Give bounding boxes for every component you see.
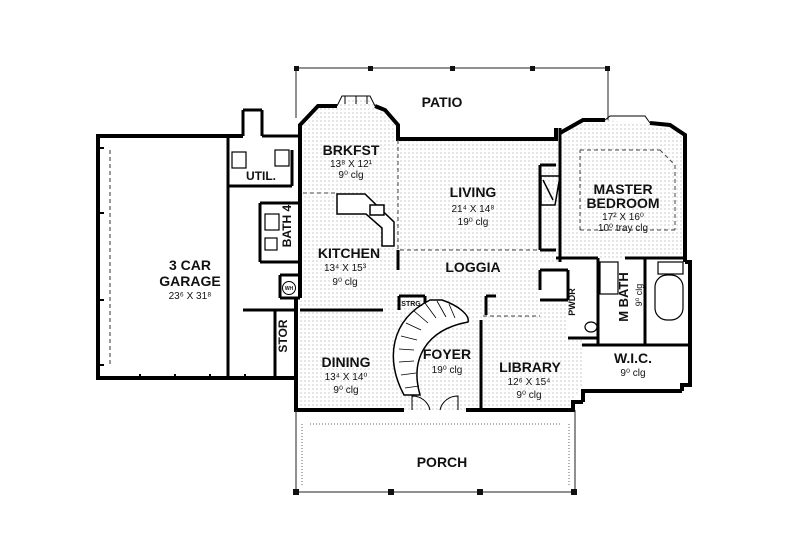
garage-label-2: GARAGE [159, 273, 220, 289]
patio-label: PATIO [422, 94, 463, 110]
front-door [411, 395, 459, 411]
wic-label: W.I.C. [614, 350, 652, 366]
kitchen-clg: 9⁰ clg [332, 277, 357, 288]
loggia-label: LOGGIA [445, 259, 500, 275]
porch-outline [295, 410, 576, 493]
breakfast-bay-windows [336, 95, 376, 107]
master-clg: 10⁰ tray clg [598, 223, 648, 234]
master-label-1: MASTER [593, 181, 652, 197]
dashed-divisions [303, 140, 676, 317]
kitchen-dim: 13⁴ X 15³ [324, 263, 367, 274]
wic-clg: 9⁰ clg [620, 368, 645, 379]
stair-treads [398, 300, 456, 389]
brkfst-label: BRKFST [323, 142, 380, 158]
kitchen-label: KITCHEN [318, 245, 380, 261]
dining-label: DINING [322, 354, 371, 370]
dining-clg: 9⁰ clg [333, 385, 358, 396]
master-bay-window [604, 115, 651, 124]
stor-label: STOR [276, 319, 290, 352]
foyer-label: FOYER [423, 346, 471, 362]
kitchen-island [336, 193, 395, 247]
strg-label: STRG. [401, 301, 422, 308]
garage-door-ticks [98, 147, 246, 380]
porch-label: PORCH [417, 454, 468, 470]
brkfst-dim: 13⁸ X 12¹ [330, 159, 373, 170]
porch-rails [301, 423, 570, 486]
garage-label-1: 3 CAR [169, 257, 211, 273]
porch-posts [293, 489, 577, 495]
fireplace [540, 175, 561, 206]
garage-dim: 23⁶ X 31⁸ [169, 291, 212, 302]
pwdr-label: PWDR [567, 288, 577, 316]
util-label: UTIL. [246, 169, 276, 183]
master-label-2: BEDROOM [586, 195, 659, 211]
dotted-floors [296, 100, 685, 410]
living-label: LIVING [450, 184, 497, 200]
m-bath-fixtures [584, 261, 684, 333]
foyer-clg: 19⁰ clg [432, 365, 463, 376]
living-dim: 21⁴ X 14⁸ [452, 204, 495, 215]
living-clg: 19⁰ clg [458, 217, 489, 228]
water-heater [282, 281, 296, 295]
mbath-label: M BATH [616, 272, 631, 322]
library-clg: 9⁰ clg [516, 390, 541, 401]
wh-label: WH [285, 286, 294, 292]
dining-dim: 13⁴ X 14⁰ [325, 372, 368, 383]
master-dim: 17² X 16⁰ [602, 212, 644, 223]
mbath-clg: 9⁰ clg [634, 284, 644, 307]
util-fixtures [231, 149, 290, 251]
bath4-label: BATH 4 [280, 204, 294, 247]
staircase [392, 299, 469, 396]
brkfst-clg: 9⁰ clg [338, 170, 363, 181]
library-dim: 12⁶ X 15⁴ [508, 377, 551, 388]
library-label: LIBRARY [499, 359, 561, 375]
patio-posts [294, 66, 610, 71]
